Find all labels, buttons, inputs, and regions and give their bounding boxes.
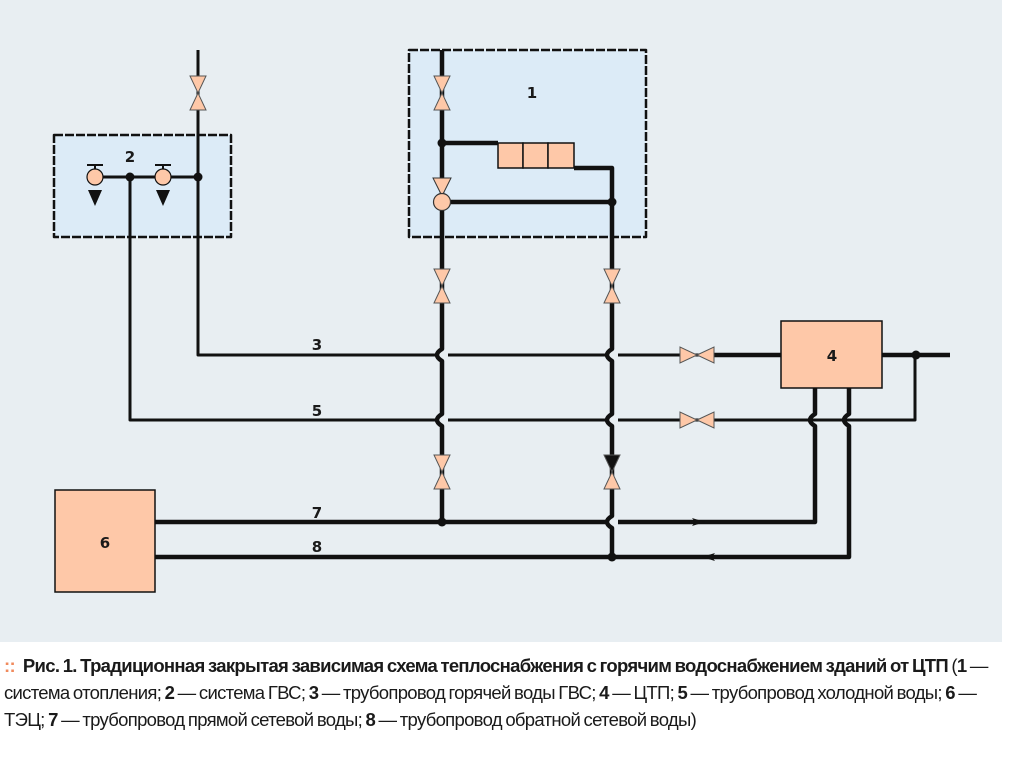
caption-title: Рис. 1. Традиционная закрытая зависимая …: [22, 655, 949, 676]
return-network-pipe: [155, 388, 852, 560]
valve-icon: [679, 346, 715, 364]
valve-icon: [603, 268, 621, 304]
legend-number: 7: [48, 709, 58, 730]
junction-node: [437, 517, 447, 527]
mixing-valve-icon: [432, 177, 452, 198]
legend-number: 4: [599, 682, 609, 703]
junction-node: [911, 350, 921, 360]
legend-number: 1: [956, 655, 967, 676]
heating-supply-riser: [434, 50, 445, 522]
label-ctp: 4: [827, 347, 837, 365]
legend-text: — система отопления;: [4, 655, 988, 703]
valve-icon: [679, 411, 715, 429]
junction-node: [125, 172, 135, 182]
valve-icon: [433, 268, 451, 304]
flow-arrow-left-icon: [702, 553, 715, 561]
flow-arrow-right-icon: [692, 518, 705, 526]
supply-network-pipe: [155, 388, 818, 525]
legend-number: 8: [365, 709, 376, 730]
legend-text: — трубопровод прямой сетевой воды;: [57, 709, 366, 730]
legend-text: — трубопровод холодной воды;: [687, 682, 946, 703]
radiator: [497, 142, 575, 169]
legend-text: — трубопровод горячей воды ГВС;: [318, 682, 600, 703]
dhw-system-box: [52, 133, 233, 239]
valve-icon: [433, 454, 451, 490]
label-dhw-system: 2: [125, 148, 135, 166]
chp-box: [54, 489, 156, 593]
label-cold-water-pipe: 5: [312, 402, 322, 420]
legend-number: 3: [308, 682, 319, 703]
legend-text: — трубопровод обратной сетевой воды): [375, 709, 697, 730]
valve-icon: [189, 75, 207, 111]
junction-node: [437, 138, 447, 148]
cold-water-pipe: [128, 177, 917, 422]
caption-bullet: ::: [4, 655, 16, 676]
ctp-box: [780, 320, 883, 389]
junction-node: [193, 172, 203, 182]
label-hot-water-pipe: 3: [312, 336, 322, 354]
legend-number: 2: [164, 682, 175, 703]
legend-text: — ЦТП;: [608, 682, 678, 703]
water-tap-icon: [86, 164, 104, 206]
legend-text: — система ГВС;: [174, 682, 309, 703]
legend-number: 6: [945, 682, 955, 703]
label-return-pipe: 8: [312, 538, 322, 556]
heating-branch-radiator: [442, 140, 615, 557]
legend-text: — ТЭЦ;: [4, 682, 977, 730]
label-supply-pipe: 7: [312, 504, 322, 522]
junction-node: [607, 552, 617, 562]
water-tap-icon: [154, 164, 172, 206]
label-chp: 6: [100, 534, 110, 552]
heat-supply-diagram: 1 2 3 4 5 6 7 8: [52, 48, 950, 593]
label-heating-system: 1: [527, 84, 537, 102]
figure-caption: ::Рис. 1. Традиционная закрытая зависима…: [4, 655, 988, 730]
mixing-pump-icon: [432, 192, 452, 212]
valve-icon: [603, 454, 621, 490]
valve-icon: [433, 75, 451, 111]
legend-number: 5: [677, 682, 688, 703]
junction-node: [607, 197, 617, 207]
